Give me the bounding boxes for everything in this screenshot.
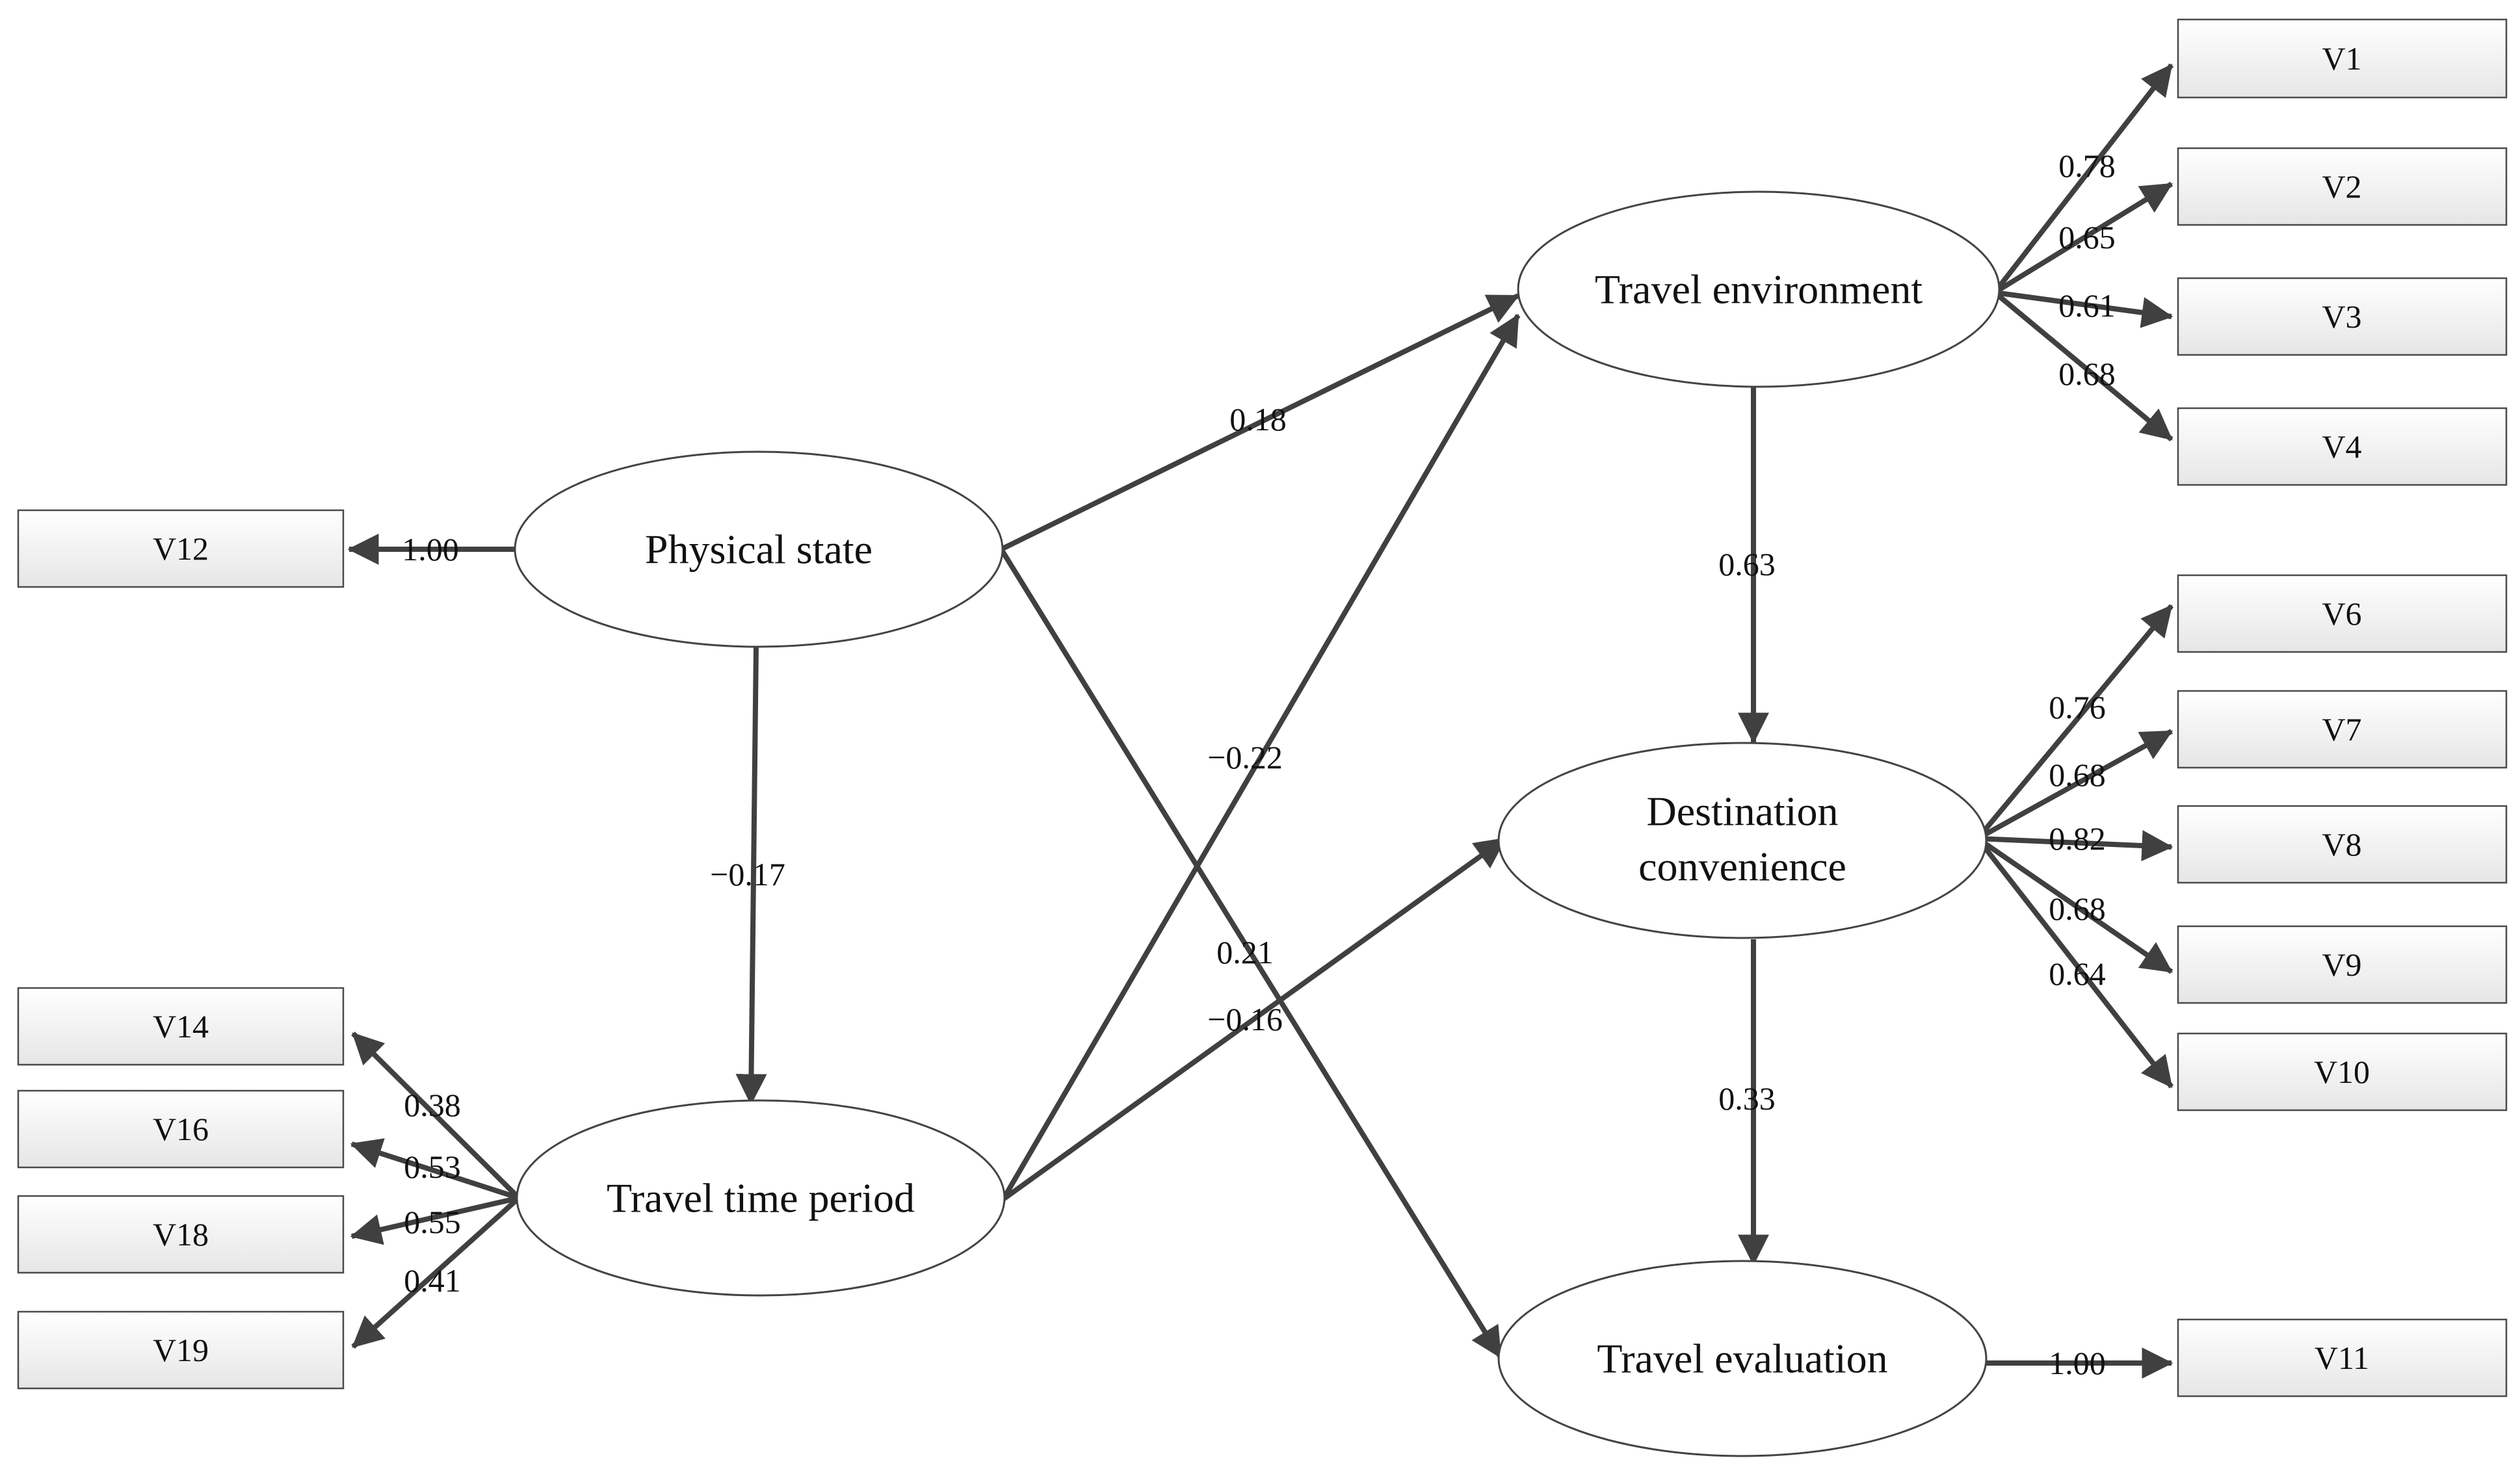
loading-travel-environment-v1 [1992, 63, 2174, 294]
indicator-label: V6 [2322, 595, 2361, 632]
loading-label: 0.65 [2058, 219, 2116, 255]
indicator-v10: V10 [2177, 1032, 2508, 1112]
indicator-v4: V4 [2177, 407, 2508, 486]
indicator-v1: V1 [2177, 18, 2508, 99]
indicator-label: V3 [2322, 298, 2361, 335]
path-coefficient: 0.18 [1229, 401, 1287, 437]
loading-label: 0.68 [2058, 356, 2116, 392]
indicator-v18: V18 [17, 1195, 345, 1274]
loading-travel-environment-v3 [1994, 290, 2173, 328]
loading-destination-convenience-v9 [1976, 836, 2173, 974]
path-coefficient: −0.16 [1207, 1001, 1283, 1037]
latent-physical-state: Physical state [514, 450, 1004, 648]
path-travel-time-period-to-destination-convenience [1001, 836, 1507, 1202]
loading-label: 0.55 [404, 1204, 461, 1240]
indicator-label: V11 [2315, 1340, 2369, 1376]
latent-label-line-1: Destination [1646, 788, 1838, 835]
loading-label: 0.38 [404, 1087, 461, 1123]
latent-travel-time-period: Travel time period [516, 1099, 1006, 1297]
indicator-v6: V6 [2177, 574, 2508, 653]
indicator-label: V4 [2322, 428, 2361, 465]
path-coefficient: 0.21 [1216, 934, 1274, 970]
path-physical-state-to-travel-environment [1000, 293, 1520, 552]
path-coefficient: 0.33 [1718, 1080, 1776, 1117]
indicator-label: V10 [2314, 1054, 2370, 1090]
indicator-v2: V2 [2177, 147, 2508, 226]
indicator-v3: V3 [2177, 277, 2508, 356]
path-coefficient: 0.63 [1718, 546, 1776, 582]
latent-label-line-2: convenience [1638, 844, 1846, 890]
latent-label: Travel environment [1595, 266, 1923, 313]
path-physical-state-to-travel-time-period [735, 645, 767, 1106]
loading-travel-environment-v4 [1993, 290, 2173, 442]
loading-label: 0.68 [2049, 890, 2106, 927]
indicator-label: V2 [2322, 168, 2361, 205]
indicator-v11: V11 [2177, 1318, 2508, 1398]
loading-label: 0.78 [2058, 148, 2116, 184]
coefficient-labels: 0.18 −0.17 0.21 −0.22 −0.16 0.63 0.33 1.… [402, 148, 2116, 1381]
loading-label: 0.68 [2049, 757, 2106, 793]
indicator-v9: V9 [2177, 925, 2508, 1004]
loading-destination-convenience-v10 [1975, 837, 2174, 1089]
indicator-label: V9 [2322, 946, 2361, 983]
indicator-v19: V19 [17, 1310, 345, 1390]
loading-label: 1.00 [402, 531, 459, 567]
indicator-v14: V14 [17, 987, 345, 1066]
loading-label: 0.61 [2058, 287, 2116, 324]
loading-destination-convenience-v8 [1977, 830, 2173, 861]
indicator-label: V19 [153, 1332, 209, 1368]
latent-label: Physical state [645, 526, 873, 573]
path-coefficient: −0.22 [1207, 739, 1283, 775]
latent-travel-environment: Travel environment [1517, 190, 2001, 388]
latent-travel-evaluation: Travel evaluation [1497, 1260, 1988, 1457]
indicator-label: V7 [2322, 711, 2361, 748]
indicator-label: V14 [153, 1008, 209, 1045]
indicator-v12: V12 [17, 509, 345, 588]
indicator-v7: V7 [2177, 690, 2508, 769]
indicator-label: V12 [153, 530, 209, 567]
loading-label: 0.76 [2049, 689, 2106, 725]
latent-label: Travel time period [607, 1175, 915, 1221]
loading-destination-convenience-v6 [1975, 604, 2174, 840]
latent-destination-convenience: Destination convenience [1497, 742, 1988, 939]
latent-label: Travel evaluation [1597, 1336, 1887, 1382]
loading-label: 1.00 [2049, 1345, 2106, 1381]
path-physical-state-to-travel-evaluation [999, 547, 1503, 1359]
loading-travel-environment-v2 [1993, 181, 2173, 295]
loading-label: 0.41 [404, 1262, 461, 1299]
indicator-label: V16 [153, 1111, 209, 1147]
edges [347, 63, 2174, 1379]
loading-travel-time-period-v16 [350, 1138, 520, 1201]
indicator-label: V18 [153, 1216, 209, 1253]
path-travel-time-period-to-travel-environment [1001, 313, 1521, 1201]
loading-label: 0.53 [404, 1149, 461, 1185]
loading-destination-convenience-v7 [1976, 729, 2173, 841]
loading-travel-time-period-v19 [351, 1196, 521, 1349]
loading-label: 0.82 [2049, 820, 2106, 857]
indicator-v8: V8 [2177, 805, 2508, 884]
loading-travel-time-period-v18 [350, 1195, 519, 1245]
path-coefficient: −0.17 [710, 856, 785, 892]
indicator-v16: V16 [17, 1089, 345, 1169]
indicator-label: V8 [2322, 826, 2361, 863]
loading-label: 0.64 [2049, 956, 2106, 992]
loading-travel-time-period-v14 [351, 1032, 521, 1200]
indicator-label: V1 [2322, 40, 2361, 77]
